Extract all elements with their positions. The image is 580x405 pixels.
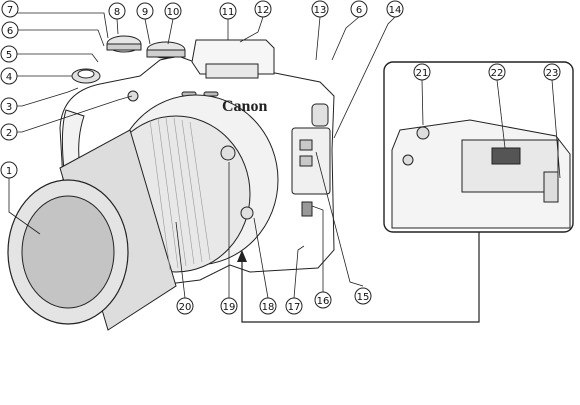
callout-18: 18 (259, 297, 277, 315)
inset-lock-slider (491, 147, 521, 165)
callouts: 1 2 3 4 5 6 6 7 8 9 10 11 12 13 14 15 16… (0, 0, 561, 315)
callout-10: 10 (164, 2, 182, 20)
strap-mount (311, 103, 329, 127)
inset-tripod-socket (416, 126, 430, 140)
callout-23: 23 (543, 63, 561, 81)
callout-16: 16 (314, 291, 332, 309)
inset-panel (383, 61, 574, 233)
svg-text:7: 7 (7, 5, 13, 16)
callout-8: 8 (108, 2, 126, 20)
callout-19: 19 (220, 297, 238, 315)
svg-text:4: 4 (6, 72, 12, 83)
connector-arrowhead (237, 250, 247, 262)
svg-text:6: 6 (7, 26, 13, 37)
svg-text:22: 22 (491, 68, 504, 79)
callout-20: 20 (176, 297, 194, 315)
svg-text:1: 1 (6, 166, 12, 177)
af-lamp (127, 90, 139, 102)
lens-glass (21, 195, 115, 309)
svg-text:15: 15 (357, 292, 370, 303)
svg-text:12: 12 (257, 5, 270, 16)
usb-terminal (299, 155, 313, 167)
callout-13: 13 (311, 0, 329, 18)
callout-3: 3 (0, 97, 18, 115)
callout-11: 11 (219, 2, 237, 20)
callout-17: 17 (285, 297, 303, 315)
svg-text:17: 17 (288, 302, 301, 313)
callout-6-left: 6 (1, 21, 19, 39)
camera-illustration (7, 35, 335, 331)
svg-text:18: 18 (262, 302, 275, 313)
inset-connector (241, 232, 480, 323)
svg-text:14: 14 (389, 5, 402, 16)
svg-text:6: 6 (356, 5, 362, 16)
svg-text:13: 13 (314, 5, 327, 16)
svg-text:11: 11 (222, 7, 235, 18)
svg-text:2: 2 (6, 128, 12, 139)
callout-21: 21 (413, 63, 431, 81)
svg-text:16: 16 (317, 296, 330, 307)
side-button-19 (220, 145, 236, 161)
hdmi-terminal (299, 139, 313, 151)
lens-ridges (149, 117, 211, 271)
callout-7: 7 (1, 0, 19, 18)
callout-4: 4 (0, 67, 18, 85)
svg-text:8: 8 (114, 7, 120, 18)
callout-6-right: 6 (350, 0, 368, 18)
callout-1: 1 (0, 161, 18, 179)
svg-text:3: 3 (6, 102, 12, 113)
side-button-18 (240, 206, 254, 220)
callout-22: 22 (488, 63, 506, 81)
svg-text:10: 10 (167, 7, 180, 18)
callout-2: 2 (0, 123, 18, 141)
svg-text:23: 23 (546, 68, 559, 79)
brand-logo: Canon (222, 98, 267, 115)
callout-12: 12 (254, 0, 272, 18)
callout-5: 5 (0, 45, 18, 63)
svg-text:20: 20 (179, 302, 192, 313)
svg-text:9: 9 (142, 7, 148, 18)
callout-14: 14 (386, 0, 404, 18)
svg-text:5: 5 (6, 50, 12, 61)
callout-15: 15 (354, 287, 372, 305)
nfc-mark (301, 201, 313, 217)
svg-text:19: 19 (223, 302, 236, 313)
callout-9: 9 (136, 2, 154, 20)
svg-text:21: 21 (416, 68, 429, 79)
